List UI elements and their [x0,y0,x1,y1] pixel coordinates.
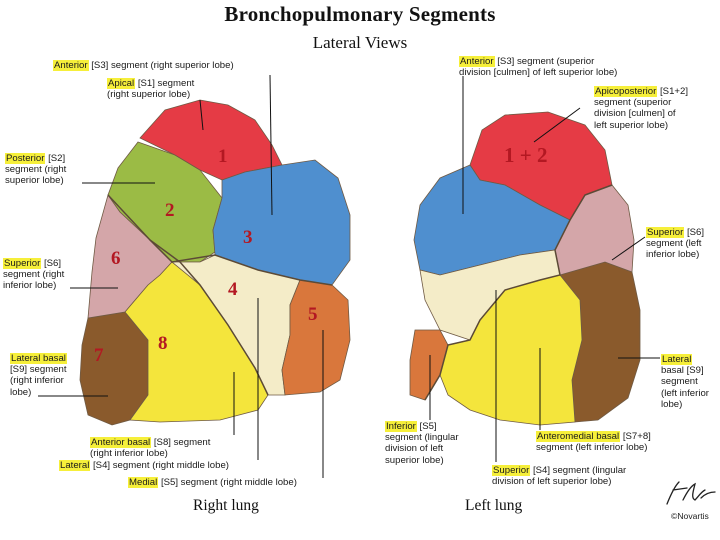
leader-left-superior [611,236,646,261]
label-name: Apical [107,78,136,89]
diagram-title: Bronchopulmonary Segments [224,2,496,26]
marker-3: 3 [243,227,253,248]
label-right-lateral-basal: Lateral basal [S9] segment (right inferi… [10,353,67,398]
caption-right-lung: Right lung [193,497,259,514]
right-apical-segment [139,99,283,181]
marker-7: 7 [94,345,104,366]
label-left-anteromedial-basal: Anteromedial basal [S7+8] segment (left … [536,431,651,454]
label-name: Anteromedial basal [536,431,621,442]
marker-5: 5 [308,304,318,325]
marker-4: 4 [228,279,238,300]
label-right-anterior-basal: Anterior basal [S8] segment (right infer… [90,437,211,460]
label-name: Superior [3,258,42,269]
label-left-superior-s4: Superior [S4] segment (lingular division… [492,465,627,488]
label-name: Lateral basal [10,353,67,364]
label-right-apical: Apical [S1] segment (right superior lobe… [107,78,195,101]
label-name: Lateral [661,354,693,365]
label-name: Anterior [459,56,495,67]
marker-8: 8 [158,333,168,354]
right-anterior-segment [212,159,351,286]
marker-1: 1 [218,146,228,167]
copyright-notice: ©Novartis [671,511,709,521]
label-left-anterior: Anterior [S3] segment (superior division… [459,56,618,79]
right-lateral-basal-segment [79,311,149,426]
label-right-superior: Superior [S6] segment (right inferior lo… [3,258,65,292]
label-right-anterior: Anterior [S3] segment (right superior lo… [53,60,234,71]
label-right-medial: Medial [S5] segment (right middle lobe) [128,477,297,488]
right-lung [79,99,351,426]
leader-right-apical [199,99,204,131]
leader-lines [38,74,660,478]
label-name: Superior [492,465,531,476]
label-left-inferior: Inferior [S5] segment (lingular division… [385,421,459,466]
leader-left-apicoposterior [533,107,581,143]
caption-left-lung: Left lung [465,497,523,514]
right-medial-segment [281,279,351,396]
label-left-lateral-basal: Lateral basal [S9] segment (left inferio… [661,354,709,410]
label-name: Apicoposterior [594,86,658,97]
left-lung [409,111,641,426]
label-name: Inferior [385,421,417,432]
leader-right-anterior [269,74,273,216]
diagram-subtitle: Lateral Views [312,33,408,52]
marker-left-1-2: 1 + 2 [504,143,548,167]
label-left-superior: Superior [S6] segment (left inferior lob… [646,227,705,261]
marker-6: 6 [111,248,121,269]
label-left-apicoposterior: Apicoposterior [S1+2] segment (superior … [594,86,689,131]
label-name: Medial [128,477,159,488]
label-name: Superior [646,227,685,238]
label-right-lateral: Lateral [S4] segment (right middle lobe) [59,460,229,471]
label-right-posterior: Posterior [S2] segment (right superior l… [5,153,67,187]
marker-2: 2 [165,200,175,221]
label-name: Anterior [53,60,89,71]
label-name: Posterior [5,153,46,164]
label-name: Anterior basal [90,437,152,448]
label-name: Lateral [59,460,91,471]
netter-signature-icon [666,481,716,505]
